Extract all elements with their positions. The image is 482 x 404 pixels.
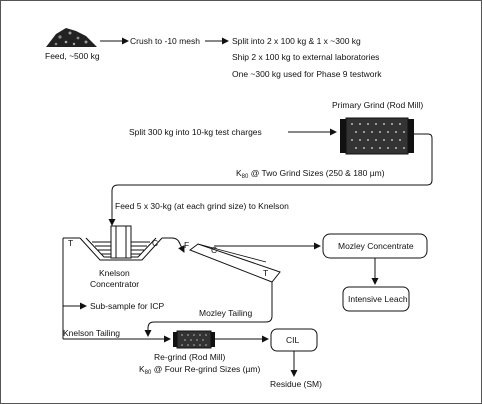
rod-mill-icon bbox=[340, 117, 414, 155]
k80-four-label: K80 @ Four Re-grind Sizes (µm) bbox=[139, 364, 260, 376]
primary-grind-label: Primary Grind (Rod Mill) bbox=[332, 100, 423, 110]
mozley-concentrate-label: Mozley Concentrate bbox=[338, 241, 414, 251]
ship-label: Ship 2 x 100 kg to external laboratories bbox=[232, 52, 379, 62]
split-label: Split into 2 x 100 kg & 1 x ~300 kg bbox=[232, 36, 361, 46]
arrow-knelson-to-mozley bbox=[162, 237, 185, 253]
knelson-concentrator-icon bbox=[79, 225, 163, 261]
crush-label: Crush to -10 mesh bbox=[130, 36, 200, 46]
residue-label: Residue (SM) bbox=[270, 379, 322, 389]
feed-label: Feed, ~500 kg bbox=[45, 51, 100, 61]
knelson-t-label: T bbox=[68, 238, 73, 248]
mozley-tailing-label: Mozley Tailing bbox=[199, 308, 253, 318]
knelson-label-2: Concentrator bbox=[90, 279, 139, 289]
phase-label: One ~300 kg used for Phase 9 testwork bbox=[232, 69, 382, 79]
table-c-label: C bbox=[211, 245, 217, 255]
table-f-label: F bbox=[184, 240, 189, 250]
cil-label: CIL bbox=[286, 335, 300, 345]
mozley-table-icon bbox=[188, 243, 281, 283]
knelson-c-label: C bbox=[152, 238, 158, 248]
regrind-label: Re-grind (Rod Mill) bbox=[154, 352, 225, 362]
knelson-tailing-label: Knelson Tailing bbox=[63, 328, 120, 338]
feed-knelson-label: Feed 5 x 30-kg (at each grind size) to K… bbox=[115, 201, 289, 211]
table-t-label: T bbox=[263, 268, 268, 278]
arrow-mozley-tailing bbox=[144, 282, 273, 337]
knelson-label-1: Knelson bbox=[99, 268, 130, 278]
intensive-leach-box bbox=[342, 286, 410, 312]
arrow-mill-to-knelson bbox=[108, 133, 433, 226]
ore-pile-icon bbox=[46, 28, 97, 47]
intensive-leach-label: Intensive Leach bbox=[348, 294, 408, 304]
subsample-label: Sub-sample for ICP bbox=[90, 301, 164, 311]
regrind-mill-icon bbox=[173, 330, 215, 349]
k80-two-label: K80 @ Two Grind Sizes (250 & 180 µm) bbox=[236, 168, 385, 180]
split300-label: Split 300 kg into 10-kg test charges bbox=[129, 127, 262, 137]
